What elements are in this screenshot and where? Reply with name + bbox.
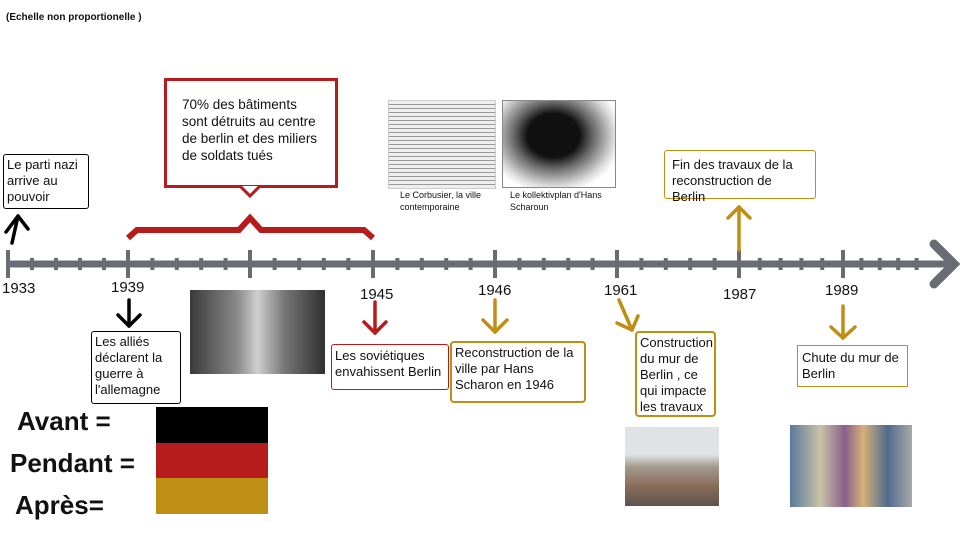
legend-before-label: Avant =	[17, 406, 111, 436]
event-allies-war: Les alliés déclarent la guerre à l'allem…	[91, 331, 181, 404]
event-nazi-power: Le parti nazi arrive au pouvoir	[3, 154, 89, 209]
arrow-down-1961	[615, 298, 640, 332]
event-wall-construction: Construction du mur de Berlin , ce qui i…	[635, 331, 716, 417]
timeline-axis	[6, 239, 960, 289]
corbusier-plan-image	[388, 100, 496, 189]
arrow-up-1933	[4, 214, 30, 245]
scharoun-plan-image	[502, 100, 616, 188]
year-1933: 1933	[2, 280, 36, 297]
axis-arrowhead	[929, 239, 960, 289]
event-destruction-callout: 70% des bâtiments sont détruits au centr…	[164, 78, 338, 188]
legend-swatch-gold	[156, 478, 268, 514]
callout-pointer	[240, 185, 262, 199]
berlin-wall-construction-photo	[625, 427, 719, 506]
berlin-wall-fall-photo	[790, 425, 912, 507]
arrow-down-1939	[116, 298, 142, 328]
year-1946: 1946	[478, 282, 512, 299]
event-wall-fall: Chute du mur de Berlin	[797, 345, 908, 387]
arrow-up-1987	[726, 205, 752, 252]
event-end-works: Fin des travaux de la reconstruction de …	[664, 150, 816, 204]
legend-during-label: Pendant =	[10, 448, 135, 478]
arrow-down-1989	[829, 304, 857, 340]
scharoun-caption: Le kollektivplan d'Hans Scharoun	[510, 190, 602, 212]
corbusier-caption: Le Corbusier, la ville contemporaine	[400, 190, 482, 212]
year-1939: 1939	[111, 279, 145, 296]
arrow-down-1945	[362, 300, 388, 335]
legend-swatch-black	[156, 407, 268, 443]
year-1945: 1945	[360, 286, 394, 303]
arrow-down-1946	[481, 298, 509, 334]
war-brace	[126, 213, 375, 241]
event-soviets: Les soviétiques envahissent Berlin	[331, 344, 449, 390]
year-1989: 1989	[825, 282, 859, 299]
year-1961: 1961	[604, 282, 638, 299]
scale-note: (Echelle non proportionelle )	[6, 12, 142, 23]
legend-after-label: Après=	[15, 490, 104, 520]
ruined-berlin-photo	[190, 290, 325, 374]
event-reconstruction: Reconstruction de la ville par Hans Scha…	[450, 341, 586, 403]
legend-swatch-red	[156, 443, 268, 479]
year-1987: 1987	[723, 286, 757, 303]
